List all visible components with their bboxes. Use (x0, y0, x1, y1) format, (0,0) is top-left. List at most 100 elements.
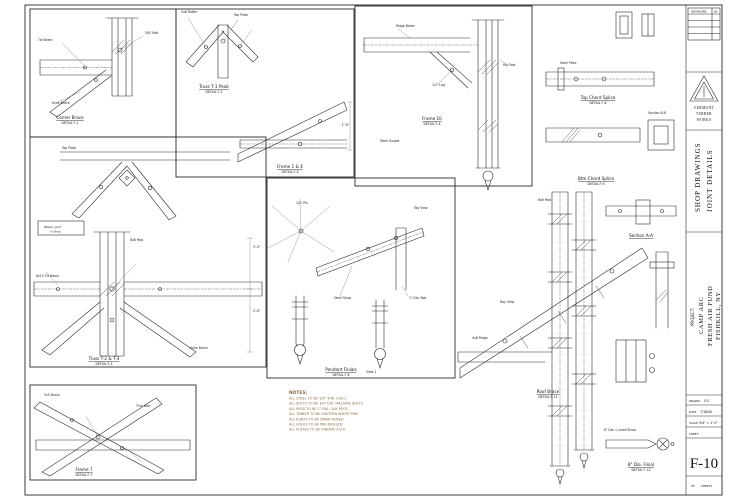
tall-post-details (547, 191, 597, 486)
annotation-label: Top Plate (233, 13, 248, 17)
annotation-label: 5x5 Brace (44, 393, 60, 397)
annotation-label: 8x8 Post (130, 238, 144, 242)
panel-pendant-details (267, 198, 425, 369)
vtw-logo-icon (689, 75, 719, 102)
detail-caption-ref: DETAIL F-1 (61, 121, 78, 125)
annotation-label: View 1 (366, 370, 376, 374)
annotation-label: Thru Bolt (135, 404, 151, 408)
revisions-header: REVISIONS (691, 10, 706, 14)
annotation-label: Steel Plate (560, 61, 577, 65)
annotation-label: Top View (413, 206, 428, 210)
panel-cross-brace-detail (33, 397, 191, 477)
roof-brace-detail (457, 247, 649, 379)
note-line: ALL HOLES TO BE PRE-DRILLED (289, 423, 343, 427)
detail-caption-ref: DETAIL F-3 (281, 170, 298, 174)
title-block: REVISIONS BY VERMONT TIMBER WORKS SHOP D… (685, 7, 723, 488)
annotation-label: in Shop (50, 230, 61, 234)
annotation-label: Top Plate (61, 146, 76, 150)
title-block-lines (685, 7, 723, 477)
panel-truss-peak-detail (185, 17, 353, 163)
of-label: OF (691, 484, 695, 488)
annotation-label: 8" Dia. Curved Strap (604, 428, 636, 432)
panel-post-top-detail (363, 19, 507, 191)
drawn-value: G.F. (704, 399, 710, 403)
detail-caption-ref: DETAIL F-11 (538, 395, 557, 399)
logo-word-2: TIMBER (696, 112, 712, 116)
date-value: 7/18/00 (700, 410, 712, 414)
detail-caption-title: Section A-A (629, 233, 653, 238)
detail-caption-ref: DETAIL F-2 (205, 90, 222, 94)
project-org: FRESH AIR FUND (707, 286, 714, 346)
detail-caption-title: Roof Brace (537, 389, 560, 394)
annotation-label: Hip Post (503, 63, 516, 67)
detail-caption-title: Frame 10 (422, 116, 442, 121)
sheet-number: F-10 (690, 456, 718, 472)
logo-word-3: WORKS (697, 118, 712, 122)
detail-caption-ref: DETAIL F-7 (75, 473, 92, 477)
sheet-label: SHEET: (689, 432, 699, 436)
note-line: ALL BOLTS TO BE 3/4" DIA. MACHINE BOLTS (289, 402, 363, 406)
sheets-label: SHEETS (701, 484, 712, 488)
annotation-label: Steel Gusset (380, 139, 400, 143)
project-city: FISHKILL, NY (715, 291, 722, 340)
detail-caption-ref: DETAIL F-12 (631, 468, 650, 472)
project-name: CAMP ARC (698, 296, 705, 334)
panel-corner-brace-detail (39, 17, 144, 118)
annotation-label: 6x6 Post (538, 198, 552, 202)
annotation-label: 2'-8" (253, 309, 261, 313)
note-line: ALL PLATES TO BE HIDDEN U.N.O. (289, 428, 346, 432)
annotation-label: 2'-6" (342, 123, 350, 127)
project-label: PROJECT: (690, 308, 695, 326)
annotation-label: 1/2" Lag (432, 83, 445, 87)
detail-caption-title: Frame 7 (75, 467, 92, 472)
note-line: ALL PEGS TO BE 1" DIA. OAK PEGS (289, 407, 348, 411)
doc-type-line-2: JOINT DETAILS (706, 149, 714, 212)
annotation-label: Section B-B (648, 111, 666, 115)
doc-type-line-1: SHOP DRAWINGS (694, 142, 702, 212)
note-line: ALL JOINTS TO BE DRAW BORED (289, 417, 344, 421)
detail-caption-title: Corner Brace (56, 115, 84, 120)
revisions-by-header: BY (714, 10, 718, 14)
annotation-label: 8x10 Tie Beam (36, 274, 59, 278)
annotation-label: Bay View (500, 300, 515, 304)
sheet-border (24, 4, 723, 496)
logo-word-1: VERMONT (694, 106, 715, 110)
annotation-label: Ridge Beam (396, 24, 415, 28)
annotation-label: Tie Beam (37, 38, 52, 42)
annotation-label: Knee Brace (52, 101, 70, 105)
detail-caption-ref: DETAIL F-6 (332, 373, 349, 377)
detail-caption-title: Truss T-1 Peak (198, 84, 229, 89)
annotation-label: Steel Strap (334, 296, 351, 300)
date-label: DATE: (689, 410, 697, 414)
detail-caption-ref: DETAIL F-4 (423, 122, 440, 126)
annotation-label: Knee Brace (190, 346, 208, 350)
detail-caption-title: 8" Dia. Finial (628, 462, 654, 467)
annotation-label: 4x8 Ridge (472, 336, 488, 340)
annotation-label: 1/2" Pin (296, 201, 308, 205)
notes-title: NOTES: (289, 390, 308, 396)
detail-caption-title: Frame 1 & 4 (277, 164, 303, 169)
annotation-label: Pattern Joint (44, 225, 62, 229)
annotation-label: 1" Dia. Rod (409, 296, 426, 300)
annotation-label: 5/8" Bolt (145, 31, 159, 35)
detail-caption-title: Btm Chord Splice (578, 176, 615, 181)
detail-caption-title: Truss T-2 & T-3 (88, 356, 120, 361)
annotation-label: 3'-0" (253, 245, 261, 249)
annotation-label: 5x8 Rafter (181, 10, 198, 14)
scale-label: SCALE: (689, 421, 699, 425)
scale-value: 3/4" = 1'-0" (699, 421, 718, 425)
detail-caption-title: Top Chord Splice (580, 95, 616, 100)
right-column-details (605, 199, 677, 451)
top-right-plate-details (545, 11, 675, 151)
note-line: ALL TIMBER TO BE EASTERN WHITE PINE (289, 412, 358, 416)
note-line: ALL STEEL TO BE 1/4" THK. U.N.O. (289, 397, 347, 401)
detail-caption-title: Pendant Finials (325, 367, 356, 372)
detail-caption-ref: DETAIL F-8 (589, 101, 606, 105)
panel-truss-joint-detail (33, 151, 263, 358)
detail-panel-frames (29, 5, 533, 481)
detail-caption-ref: DETAIL F-5 (95, 362, 112, 366)
drawn-label: DRAWN: (689, 399, 701, 403)
